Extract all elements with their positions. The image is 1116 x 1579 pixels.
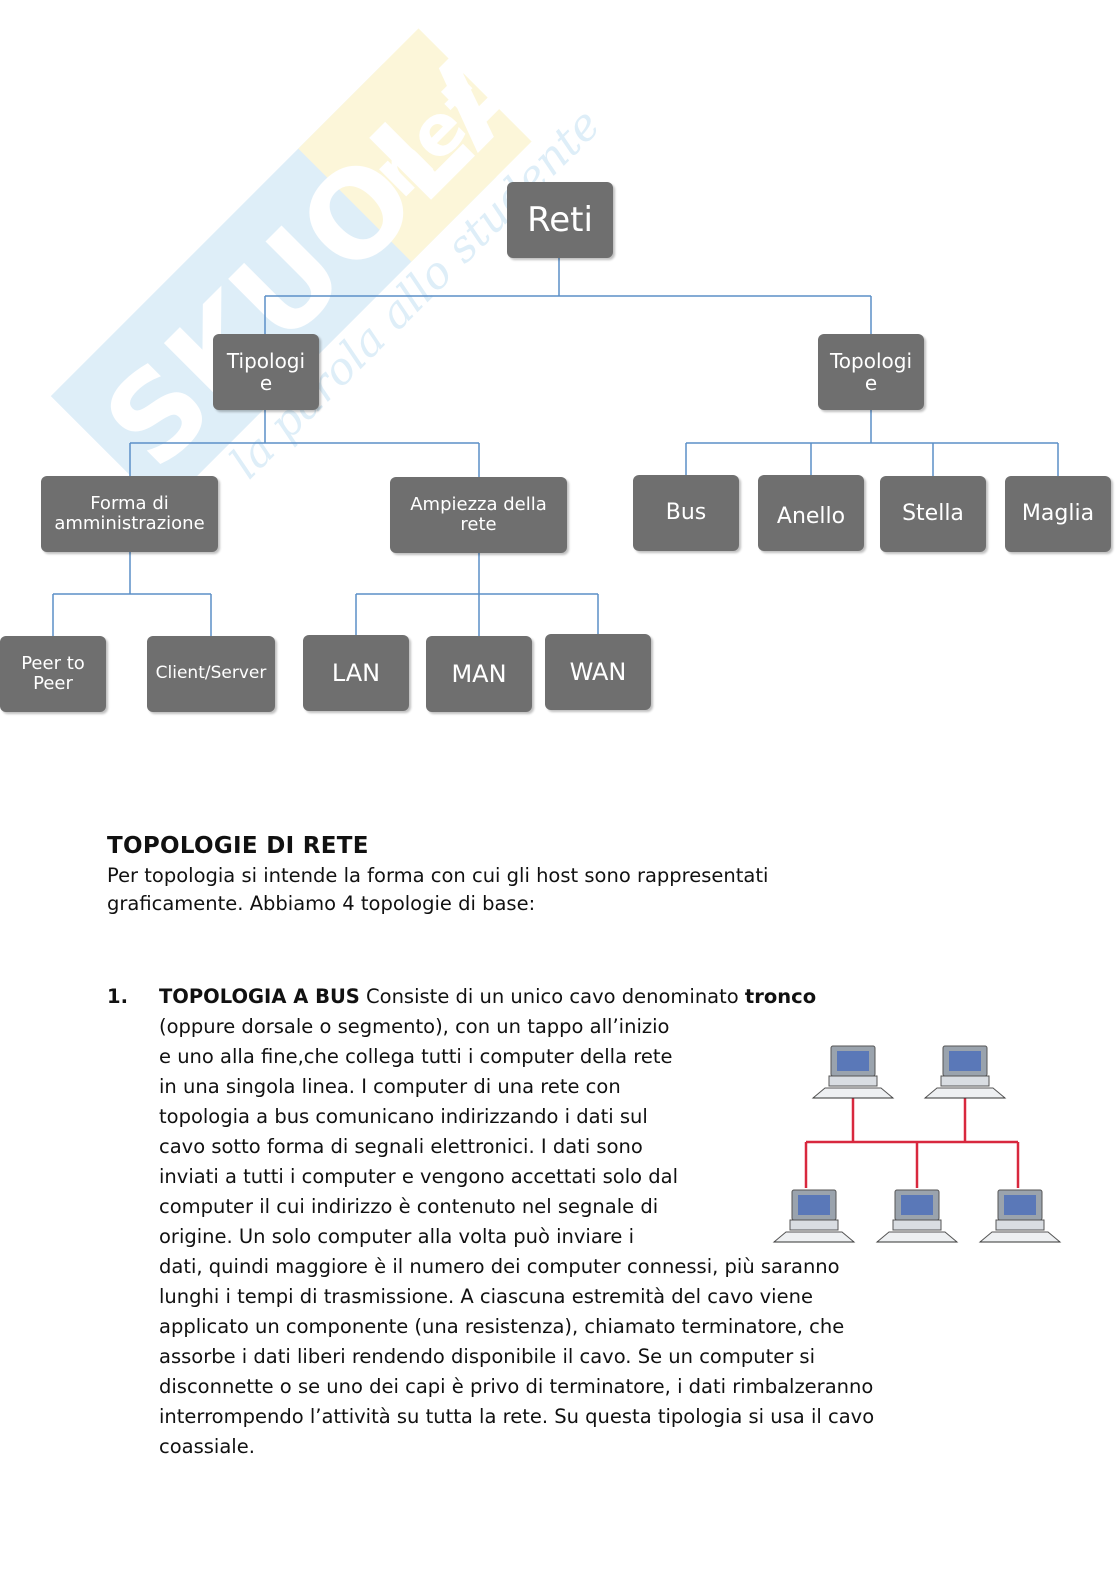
node-lan: LAN	[303, 635, 409, 711]
bus-topology-illustration	[770, 1040, 1070, 1250]
intro-line-2: graficamente. Abbiamo 4 topologie di bas…	[107, 892, 535, 915]
computer-icon	[813, 1046, 893, 1098]
item-line-10: dati, quindi maggiore è il numero dei co…	[159, 1252, 989, 1282]
computer-icon	[925, 1046, 1005, 1098]
item-term-tronco: tronco	[745, 985, 816, 1008]
item-line-2: (oppure dorsale o segmento), con un tapp…	[159, 1012, 989, 1042]
item-line-15: interrompendo l’attività su tutta la ret…	[159, 1402, 989, 1432]
node-bus: Bus	[633, 475, 739, 551]
node-anello: Anello	[758, 475, 864, 551]
item-line-13: assorbe i dati liberi rendendo disponibi…	[159, 1342, 989, 1372]
item-line-1: TOPOLOGIA A BUS Consiste di un unico cav…	[159, 982, 989, 1012]
node-reti: Reti	[507, 182, 613, 258]
item-title: TOPOLOGIA A BUS	[159, 985, 360, 1008]
node-ampiezza-rete: Ampiezza della rete	[390, 477, 567, 553]
item-line-14: disconnette o se uno dei capi è privo di…	[159, 1372, 989, 1402]
item-line-1-text: Consiste di un unico cavo denominato	[366, 985, 739, 1008]
node-client-server: Client/Server	[147, 636, 275, 712]
node-peer-to-peer: Peer to Peer	[0, 636, 106, 712]
node-stella: Stella	[880, 476, 986, 552]
computer-icon	[774, 1190, 854, 1242]
node-wan: WAN	[545, 634, 651, 710]
section-heading: TOPOLOGIE DI RETE	[107, 830, 1007, 862]
node-topologie: Topologi e	[818, 334, 924, 410]
node-man: MAN	[426, 636, 532, 712]
item-line-11: lunghi i tempi di trasmissione. A ciascu…	[159, 1282, 989, 1312]
computer-icon	[877, 1190, 957, 1242]
node-tipologie: Tipologi e	[213, 334, 319, 410]
computer-icon	[980, 1190, 1060, 1242]
node-forma-amministrazione: Forma di amministrazione	[41, 476, 218, 552]
intro-line-1: Per topologia si intende la forma con cu…	[107, 864, 768, 887]
topologie-section: TOPOLOGIE DI RETE Per topologia si inten…	[107, 830, 1007, 918]
item-line-16: coassiale.	[159, 1432, 989, 1462]
item-number: 1.	[107, 982, 128, 1012]
section-intro: Per topologia si intende la forma con cu…	[107, 862, 1007, 918]
item-line-12: applicato un componente (una resistenza)…	[159, 1312, 989, 1342]
node-maglia: Maglia	[1005, 476, 1111, 552]
